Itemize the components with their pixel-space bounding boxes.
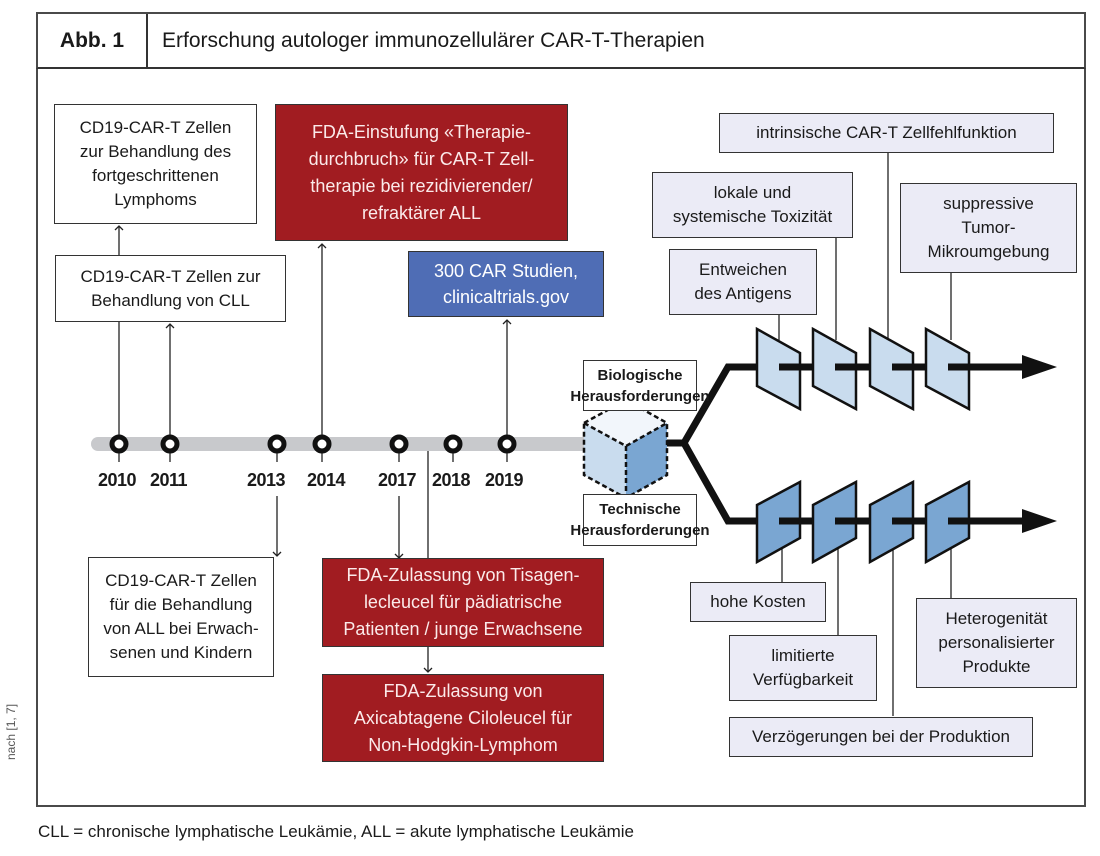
figure-title: Erforschung autologer immunozellulärer C…: [162, 29, 705, 52]
year-marker: [497, 434, 517, 454]
challenge-heterogeneity: Heterogenität personalisierter Produkte: [916, 598, 1077, 688]
challenge-production-delays: Verzögerungen bei der Produktion: [729, 717, 1033, 757]
event-box-all: CD19-CAR-T Zellen für die Behandlung von…: [88, 557, 274, 677]
event-box-axicabtagene: FDA-Zulassung von Axicabtagene Ciloleuce…: [322, 674, 604, 762]
challenge-intrinsic-dysfunction: intrinsische CAR-T Zellfehlfunktion: [719, 113, 1054, 153]
challenge-tumor-microenvironment: suppressive Tumor- Mikroumgebung: [900, 183, 1077, 273]
event-box-tisagenlecleucel: FDA-Zulassung von Tisagen- lecleucel für…: [322, 558, 604, 647]
year-label: 2017: [378, 470, 417, 490]
figure-header: Abb. 1 Erforschung autologer immunozellu…: [36, 12, 1086, 69]
year-marker: [109, 434, 129, 454]
biological-arrowhead: [1022, 355, 1057, 379]
challenge-high-costs: hohe Kosten: [690, 582, 826, 622]
year-label: 2011: [150, 470, 188, 490]
year-marker: [389, 434, 409, 454]
challenges-cube-icon: [582, 398, 669, 500]
event-box-clinicaltrials: 300 CAR Studien, clinicaltrials.gov: [408, 251, 604, 317]
biological-challenges-label: Biologische Herausforderungen: [570, 360, 710, 411]
year-marker: [160, 434, 180, 454]
source-note: nach [1, 7]: [4, 703, 18, 760]
year-label: 2013: [247, 470, 286, 490]
challenge-antigen-escape: Entweichen des Antigens: [669, 249, 817, 315]
technical-arrowhead: [1022, 509, 1057, 533]
year-label: 2014: [307, 470, 346, 490]
biological-gate-2: [811, 326, 858, 412]
technical-gate-3: [868, 479, 915, 565]
challenge-limited-availability: limitierte Verfügbarkeit: [729, 635, 877, 701]
year-marker: [312, 434, 332, 454]
figure-label: Abb. 1: [38, 14, 148, 67]
year-marker: [267, 434, 287, 454]
technical-gate-2: [811, 479, 858, 565]
technical-gate-1: [755, 479, 802, 565]
year-label: 2019: [485, 470, 524, 490]
event-box-fda-breakthrough: FDA-Einstufung «Therapie- durchbruch» fü…: [275, 104, 568, 241]
year-label: 2018: [432, 470, 471, 490]
biological-gate-4: [924, 326, 971, 412]
technical-gate-4: [924, 479, 971, 565]
year-label: 2010: [98, 470, 137, 490]
technical-challenges-label: Technische Herausforderungen: [570, 494, 710, 546]
biological-gate-3: [868, 326, 915, 412]
event-box-cll: CD19-CAR-T Zellen zur Behandlung von CLL: [55, 255, 286, 322]
year-marker: [443, 434, 463, 454]
event-box-lymphoma: CD19-CAR-T Zellen zur Behandlung des for…: [54, 104, 257, 224]
footnote: CLL = chronische lymphatische Leukämie, …: [38, 822, 634, 841]
challenge-toxicity: lokale und systemische Toxizität: [652, 172, 853, 238]
biological-gate-1: [755, 326, 802, 412]
